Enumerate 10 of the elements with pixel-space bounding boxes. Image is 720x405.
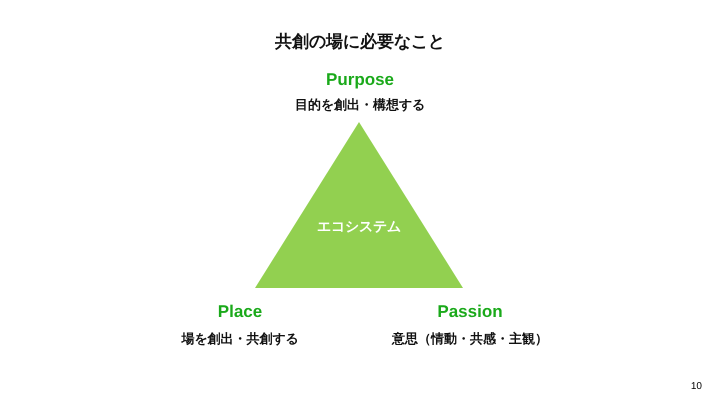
heading: Purpose [324, 70, 396, 90]
triangle-node [255, 122, 463, 288]
heading: Place [216, 302, 264, 322]
title: 共創の場に必要なこと [274, 31, 446, 53]
heading: Passion [436, 302, 504, 322]
triangle-label: エコシステム [316, 218, 402, 236]
page-number: 10 [690, 381, 702, 392]
description: 意思（情動・共感・主観） [390, 330, 549, 348]
description: 場を創出・共創する [180, 331, 300, 348]
description: 目的を創出・構想する [294, 97, 426, 114]
